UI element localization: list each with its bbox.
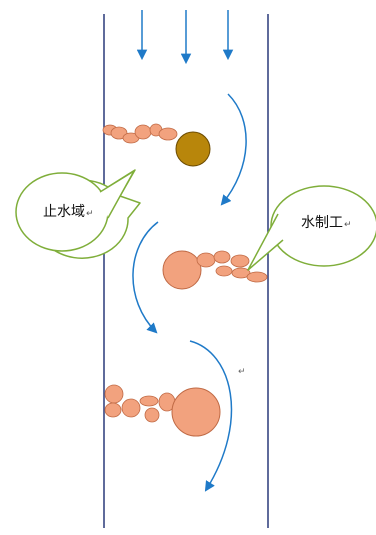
groyne-3-stone — [104, 384, 124, 404]
stray-return-mark: ↵ — [238, 367, 246, 377]
callout-right-return-mark: ↵ — [344, 220, 352, 230]
groyne-2-stone — [213, 250, 231, 264]
groyne-2-stone — [246, 271, 268, 283]
groyne-1-stone — [158, 127, 178, 141]
groyne-1-stone — [110, 126, 128, 140]
callout-right-tail — [247, 213, 284, 271]
callout-left-return-mark: ↵ — [86, 209, 94, 219]
groyne-3-stone — [121, 398, 141, 418]
callout-right-label: 水制工↵ — [301, 216, 352, 230]
groyne-3 — [104, 384, 221, 437]
groyne-3-stone — [139, 395, 159, 407]
groyne-1-head-stone — [175, 131, 211, 167]
callout-left-tail — [99, 170, 135, 219]
eddy-arrow-1 — [220, 93, 247, 206]
groyne-3-head-stone — [171, 387, 221, 437]
callout-right-text: 水制工 — [301, 215, 343, 231]
groyne-1-stone — [134, 124, 152, 140]
groyne-2-stone — [196, 252, 216, 268]
eddy-arrow-2 — [132, 221, 159, 334]
groyne-2-stone — [215, 265, 233, 277]
callout-left-text: 止水域 — [43, 204, 85, 220]
groyne-3-stone — [104, 402, 122, 418]
groyne-1 — [102, 123, 211, 167]
callout-left-label: 止水域↵ — [43, 205, 94, 219]
groyne-2-head-stone — [162, 250, 202, 290]
groyne-3-stone — [144, 407, 160, 423]
groyne-2-stone — [230, 254, 250, 268]
eddy-arrow-3 — [189, 340, 233, 492]
groyne-2 — [162, 250, 268, 290]
